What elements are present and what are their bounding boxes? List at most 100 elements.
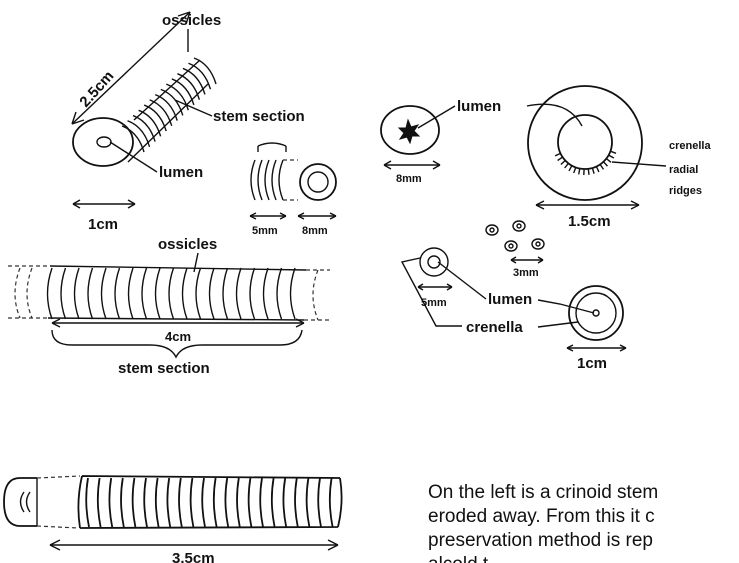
ossicle-ring xyxy=(133,478,136,527)
ossicle-ring xyxy=(179,478,182,527)
ossicle-ring xyxy=(86,478,89,527)
width-1-5cm-arrow xyxy=(536,201,639,209)
ossicle-ring xyxy=(183,268,188,319)
radial-ridge xyxy=(569,166,572,171)
ossicle-ring xyxy=(115,268,120,319)
diagonal-stem-drawing xyxy=(73,58,216,166)
ossicle-ring xyxy=(109,478,112,527)
width-5mm-arrow-right xyxy=(418,284,452,290)
ossicle-ring xyxy=(121,478,124,527)
ossicle-ring xyxy=(225,478,228,527)
ossicle-ring xyxy=(250,268,255,319)
width-8mm-arrow-right xyxy=(384,161,440,169)
width-1-5cm-label: 1.5cm xyxy=(568,213,611,230)
ossicle-ring xyxy=(196,268,201,319)
radial-ridge xyxy=(603,162,607,166)
description-line-2: eroded away. From this it c xyxy=(428,505,739,529)
ossicle-ring xyxy=(318,478,321,527)
description-text: On the left is a crinoid stem eroded awa… xyxy=(428,481,739,563)
ossicle-ring xyxy=(260,478,263,527)
radial-ridge xyxy=(574,167,576,173)
horizontal-stem-4cm xyxy=(8,266,330,320)
radial-ridge xyxy=(558,157,563,160)
radial-ridge xyxy=(579,169,580,175)
description-line-4: alcold t xyxy=(428,553,739,563)
radial-ridge xyxy=(561,160,565,164)
star-lumen xyxy=(399,120,419,143)
stem-end-lumen xyxy=(97,137,111,147)
radial-ridge xyxy=(600,164,603,169)
length-2-5cm-label: 2.5cm xyxy=(76,68,117,111)
ossicle-ring xyxy=(48,268,53,319)
radial-ridge xyxy=(555,153,560,156)
width-1cm-label-right: 1cm xyxy=(577,355,607,372)
ossicle-ring xyxy=(144,478,147,527)
ossicle-ring xyxy=(237,268,242,319)
ossicle-ring xyxy=(75,268,80,319)
width-8mm-label-small: 8mm xyxy=(302,225,328,237)
width-8mm-label-right: 8mm xyxy=(396,173,422,185)
radial-ridge xyxy=(610,151,616,153)
ossicle-5mm-face xyxy=(420,248,448,276)
crenella-label-1: crenella xyxy=(669,140,711,152)
radial-ridge xyxy=(592,168,594,174)
ossicle-ring xyxy=(61,268,66,319)
stem-3-5cm-drawing xyxy=(4,476,342,528)
radial-label-2: radial xyxy=(669,164,698,176)
width-1cm-arrow-left xyxy=(73,200,135,208)
lumen-label-right: lumen xyxy=(457,98,501,115)
lumen-label-top: lumen xyxy=(159,164,203,181)
width-3mm-arrow xyxy=(511,257,543,263)
ossicle-ring xyxy=(156,478,159,527)
ossicle-ring xyxy=(214,478,217,527)
description-line-1: On the left is a crinoid stem xyxy=(428,481,739,505)
width-3mm-label: 3mm xyxy=(513,267,539,279)
ossicle-ring xyxy=(283,478,286,527)
radial-ridge xyxy=(606,159,611,163)
radial-ridge xyxy=(565,163,569,168)
ossicle-ring xyxy=(167,478,170,527)
stem-end-disc xyxy=(73,118,133,166)
stem-section-label-mid: stem section xyxy=(118,360,210,377)
ossicle-8mm-face xyxy=(381,106,439,154)
ossicle-ring xyxy=(102,268,107,319)
ossicle-ring xyxy=(295,478,298,527)
length-3-5cm-label: 3.5cm xyxy=(172,550,215,563)
length-3-5cm-arrow xyxy=(50,540,338,550)
ossicle-ring xyxy=(277,268,282,319)
width-5mm-label-right: 5mm xyxy=(421,297,447,309)
width-1cm-label-left: 1cm xyxy=(88,216,118,233)
ridges-label-3: ridges xyxy=(669,185,702,197)
ossicle-ring xyxy=(237,478,240,527)
ossicle-ring xyxy=(210,268,215,319)
ossicle-ring xyxy=(191,478,194,527)
crenella-label-lower: crenella xyxy=(466,319,523,336)
ossicle-ring xyxy=(156,268,161,319)
small-ossicles-3mm xyxy=(486,221,544,251)
ossicle-ring xyxy=(272,478,275,527)
description-line-3: preservation method is rep xyxy=(428,529,739,553)
ossicle-ring xyxy=(291,268,296,319)
length-4cm-label: 4cm xyxy=(165,329,191,344)
width-1cm-arrow-right xyxy=(567,345,626,351)
width-8mm-arrow-small xyxy=(298,213,336,219)
radial-ridge xyxy=(588,169,589,175)
small-stem-end-view xyxy=(300,164,336,200)
ossicle-ring xyxy=(330,478,333,527)
stem-section-label-top: stem section xyxy=(213,108,305,125)
ossicle-ring xyxy=(223,268,228,319)
ossicle-ring xyxy=(264,268,269,319)
ossicles-label-top: ossicles xyxy=(162,12,221,29)
width-5mm-arrow-small xyxy=(250,213,286,219)
ossicle-ring xyxy=(129,268,134,319)
ossicle-ring xyxy=(88,268,93,319)
small-stem-section xyxy=(251,143,298,200)
ossicle-ring xyxy=(98,478,101,527)
ossicles-label-mid: ossicles xyxy=(158,236,217,253)
radial-ridge xyxy=(609,155,614,158)
lumen-label-lower: lumen xyxy=(488,291,532,308)
radial-ridge xyxy=(596,167,599,172)
ossicle-ring xyxy=(142,268,147,319)
